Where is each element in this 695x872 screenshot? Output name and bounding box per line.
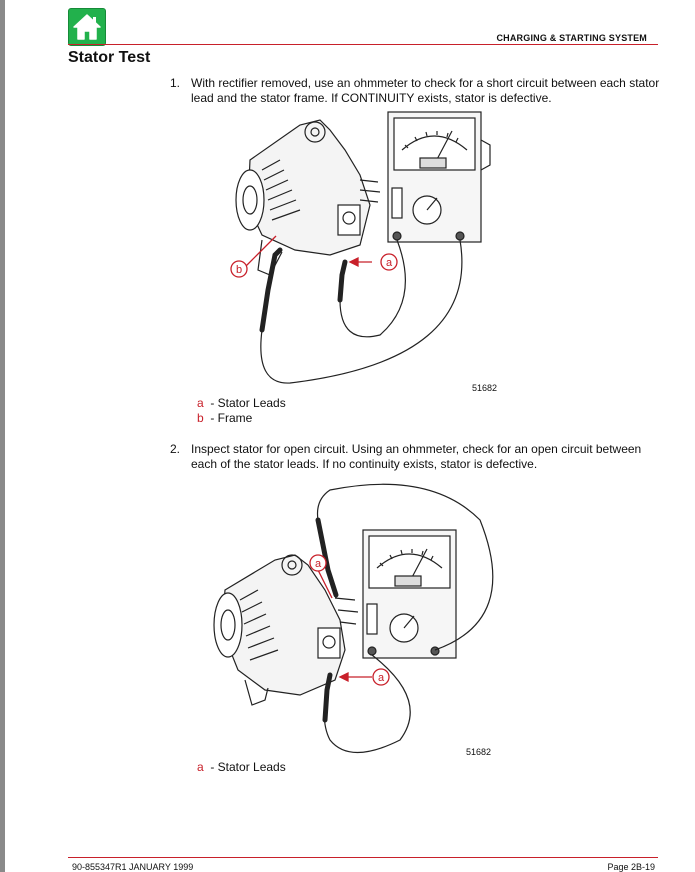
footer-page-number: Page 2B-19 (607, 862, 655, 872)
callout-a-lower-label-figure-2: a (378, 672, 385, 684)
page-title: Stator Test (68, 49, 151, 66)
probe-2-lower (322, 672, 333, 723)
step-2: 2. Inspect stator for open circuit. Usin… (170, 442, 660, 472)
footer-divider (68, 857, 658, 858)
legend-label: - Stator Leads (210, 396, 286, 410)
left-edge-bar (0, 0, 5, 872)
step-1-number: 1. (170, 76, 181, 90)
step-2-text: Inspect stator for open circuit. Using a… (191, 442, 642, 471)
callout-a-lower-figure-2 (372, 668, 390, 686)
figure-1-legend: a - Stator Leads b - Frame (197, 396, 286, 426)
legend-letter: a (197, 396, 204, 410)
legend-item: a - Stator Leads (197, 760, 286, 775)
probe-2-upper (315, 517, 339, 598)
figure-2-code: 51682 (466, 747, 492, 757)
figure-2-legend: a - Stator Leads (197, 760, 286, 775)
legend-item: b - Frame (197, 411, 286, 426)
footer-doc-number: 90-855347R1 JANUARY 1999 (72, 862, 194, 872)
legend-letter: a (197, 760, 204, 774)
test-lead-black-1 (339, 239, 406, 338)
home-button[interactable] (68, 8, 106, 46)
step-1-text: With rectifier removed, use an ohmmeter … (191, 76, 660, 105)
probe-1b (259, 247, 283, 333)
ohmmeter-1 (387, 111, 491, 243)
alternator-2 (213, 554, 359, 706)
step-2-number: 2. (170, 442, 181, 456)
test-lead-black-2 (323, 654, 411, 754)
step-1: 1. With rectifier removed, use an ohmmet… (170, 76, 660, 106)
test-lead-red-2 (316, 483, 494, 651)
legend-label: - Stator Leads (210, 760, 286, 774)
callout-a-label-figure-1: a (386, 257, 393, 269)
callout-a-figure-1 (380, 253, 398, 271)
probe-1a (337, 259, 348, 303)
home-icon (73, 14, 101, 40)
section-label: CHARGING & STARTING SYSTEM (496, 33, 647, 43)
test-lead-red-1 (260, 239, 463, 384)
ohmmeter-2 (362, 529, 457, 659)
legend-label: - Frame (210, 411, 253, 425)
callout-a-upper-label-figure-2: a (315, 558, 322, 570)
legend-letter: b (197, 411, 204, 425)
callout-b-label-figure-1: b (236, 264, 242, 276)
legend-item: a - Stator Leads (197, 396, 286, 411)
callout-b-figure-1 (230, 260, 248, 278)
header-divider (68, 44, 658, 45)
callout-a-upper-figure-2 (309, 554, 327, 572)
alternator-1 (235, 119, 381, 276)
figure-1-code: 51682 (472, 383, 498, 393)
